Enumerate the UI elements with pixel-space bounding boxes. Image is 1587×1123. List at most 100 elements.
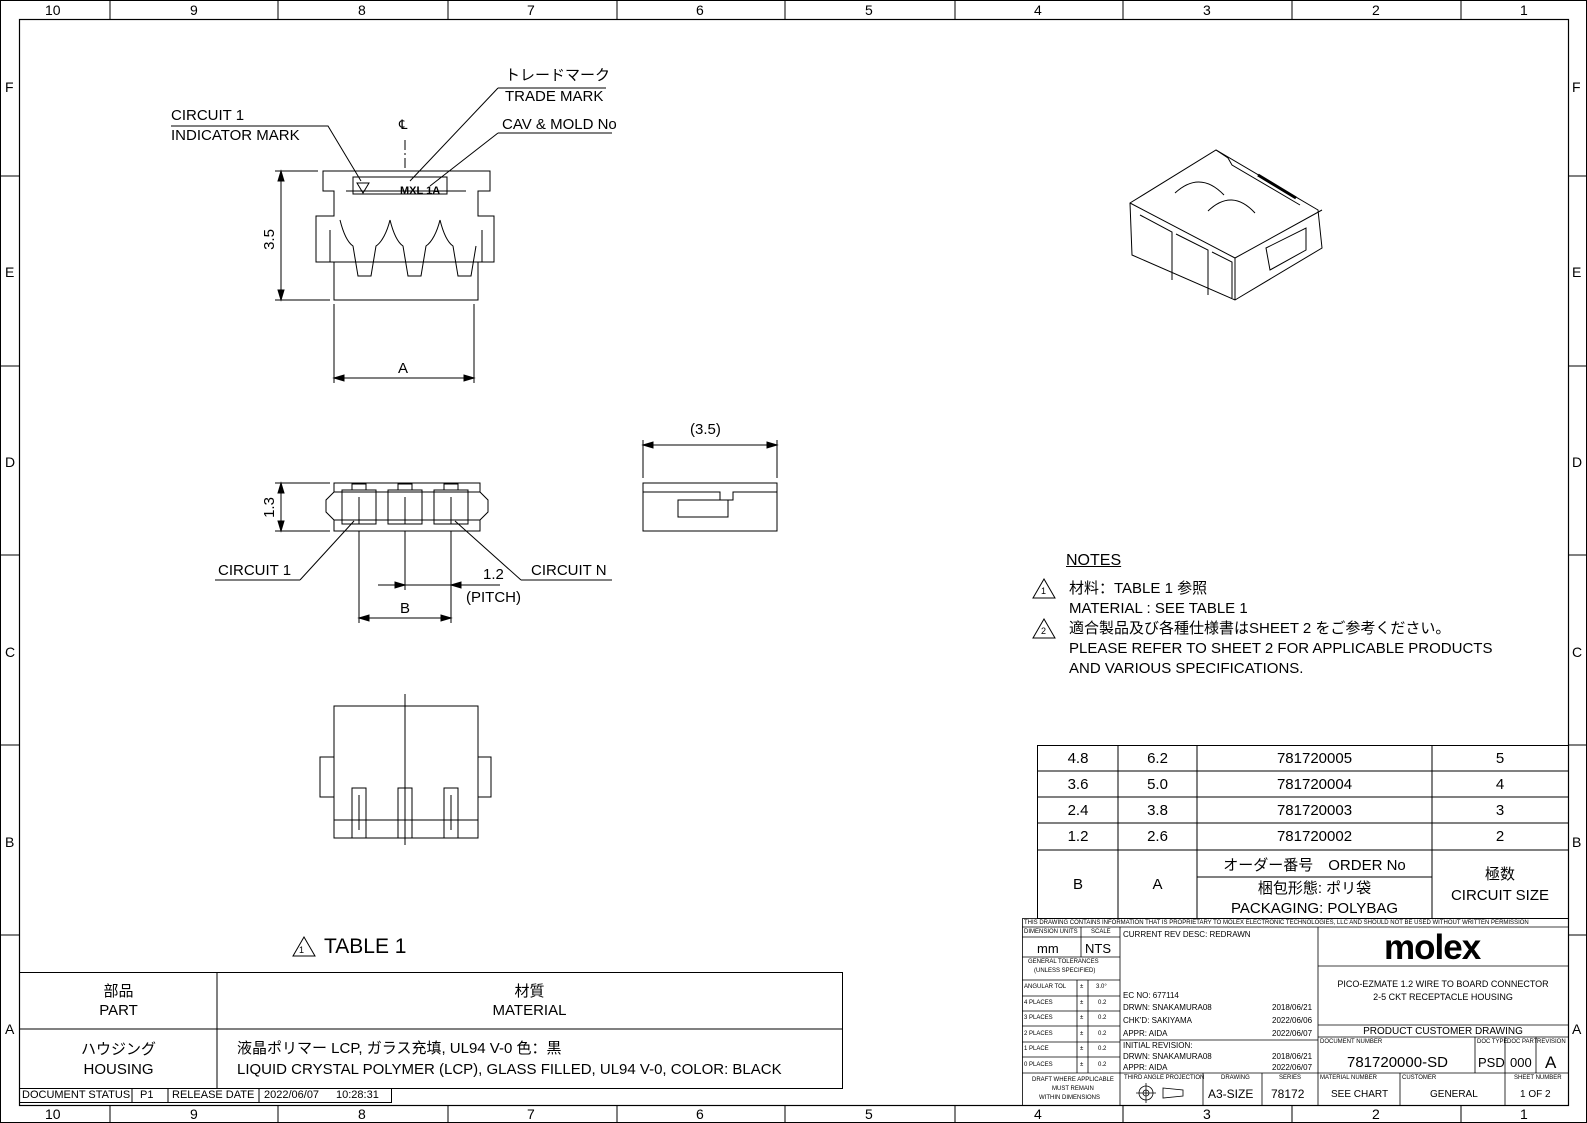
approved-date: 2022/06/07 (1272, 1029, 1313, 1038)
tol-label: 0 PLACES (1024, 1062, 1053, 1068)
third-angle-label: THIRD ANGLE PROJECTION (1124, 1075, 1205, 1081)
zone-col-8-b: 8 (358, 1106, 366, 1122)
cell-circuits: 3 (1495, 801, 1505, 819)
dim-side-ref: (3.5) (690, 421, 721, 438)
tol-value: 0.2 (1098, 1046, 1107, 1052)
cell-a: 3.8 (1147, 801, 1168, 819)
zone-row-a: A (5, 1021, 15, 1037)
iso-view (1129, 149, 1323, 301)
header-b: B (1072, 875, 1083, 893)
angular-pm: ± (1080, 984, 1084, 990)
zone-row-d: D (5, 454, 16, 470)
tol-label: 2 PLACES (1024, 1031, 1053, 1037)
zone-col-4-b: 4 (1034, 1106, 1042, 1122)
note1-jp: 材料：TABLE 1 参照 (1069, 580, 1208, 597)
col-part-jp: 部品 (103, 982, 134, 1000)
customer-label: CUSTOMER (1402, 1075, 1437, 1081)
zone-col-3: 3 (1203, 2, 1211, 18)
pitch-label: (PITCH) (466, 589, 521, 606)
tol-value: 0.2 (1098, 1062, 1107, 1068)
dim-bottom-height: 1.3 (260, 497, 278, 518)
draft-note-1: DRAFT WHERE APPLICABLE (1032, 1077, 1114, 1083)
circuit-1-label: CIRCUIT 1 (218, 562, 292, 579)
description-line-1: PICO-EZMATE 1.2 WIRE TO BOARD CONNECTOR (1337, 979, 1549, 989)
initial-drawn-by: DRWN: SNAKAMURA08 (1123, 1052, 1212, 1061)
customer: GENERAL (1430, 1089, 1478, 1100)
zone-row-b: B (5, 834, 15, 850)
sheet-number-label: SHEET NUMBER (1514, 1075, 1562, 1081)
note1-en: MATERIAL : SEE TABLE 1 (1069, 600, 1248, 617)
zone-row-d-r: D (1572, 454, 1583, 470)
general-tolerances-label: GENERAL TOLERANCES (1028, 959, 1099, 965)
zone-row-a-r: A (1572, 1021, 1582, 1037)
revision-label: REVISION (1537, 1039, 1566, 1045)
unless-specified-label: (UNLESS SPECIFIED) (1034, 968, 1096, 974)
cell-b: 2.4 (1067, 801, 1089, 819)
zone-col-7-b: 7 (527, 1106, 535, 1122)
doc-type: PSD (1478, 1055, 1505, 1070)
col-material-jp: 材質 (514, 982, 545, 1000)
zone-col-2: 2 (1372, 2, 1380, 18)
trade-mark-en: TRADE MARK (505, 88, 604, 105)
tol-label: 4 PLACES (1024, 1000, 1053, 1006)
zone-col-2-b: 2 (1372, 1106, 1380, 1122)
angular-tol-label: ANGULAR TOL (1024, 984, 1067, 990)
top-view (319, 694, 492, 845)
material-number: SEE CHART (1331, 1089, 1389, 1100)
tol-label: 1 PLACE (1024, 1046, 1049, 1052)
zone-row-b-r: B (1572, 834, 1582, 850)
tol-pm: ± (1080, 1062, 1084, 1068)
zone-col-3-b: 3 (1203, 1106, 1211, 1122)
zone-col-1-b: 1 (1520, 1106, 1528, 1122)
zone-col-9-b: 9 (190, 1106, 198, 1122)
col-part-en: PART (99, 1001, 138, 1019)
drawn-date: 2018/06/21 (1272, 1003, 1313, 1012)
zone-row-c: C (5, 644, 16, 660)
notes-title: NOTES (1066, 552, 1122, 569)
tol-pm: ± (1080, 1046, 1084, 1052)
release-date-value: 2022/06/07 (264, 1089, 320, 1101)
cell-order: 781720004 (1276, 775, 1353, 793)
cell-order: 781720002 (1276, 828, 1353, 845)
checked-date: 2022/06/06 (1272, 1016, 1313, 1025)
series-value: 78172 (1271, 1087, 1305, 1101)
zone-col-1: 1 (1520, 2, 1528, 18)
cell-circuits: 5 (1495, 750, 1505, 767)
cav-mold-label: CAV & MOLD No (502, 116, 617, 133)
drawing-label: DRAWING (1221, 1075, 1250, 1081)
zone-col-10: 10 (45, 2, 61, 18)
note2-en-1: PLEASE REFER TO SHEET 2 FOR APPLICABLE P… (1069, 640, 1493, 657)
release-time-value: 10:28:31 (336, 1089, 379, 1101)
description-line-2: 2-5 CKT RECEPTACLE HOUSING (1373, 992, 1513, 1002)
pitch-value: 1.2 (483, 566, 504, 583)
zone-col-9: 9 (190, 2, 198, 18)
row-material-jp: 液晶ポリマー LCP, ガラス充填, UL94 V-0 色：黒 (237, 1040, 562, 1057)
mold-text: MXL 1A (400, 185, 441, 197)
col-material-en: MATERIAL (492, 1001, 567, 1019)
header-a: A (1152, 875, 1163, 893)
cell-a: 2.6 (1147, 828, 1168, 845)
front-view (171, 87, 612, 383)
side-view (641, 440, 779, 532)
zone-col-6-b: 6 (696, 1106, 704, 1122)
header-order: オーダー番号 ORDER No (1223, 856, 1406, 874)
release-date-label: RELEASE DATE (172, 1089, 255, 1101)
initial-approved-by: APPR: AIDA (1123, 1063, 1168, 1072)
centerline-mark: ℄ (399, 117, 408, 132)
cell-order: 781720005 (1276, 750, 1353, 767)
circuit1-indicator-label-2: INDICATOR MARK (171, 127, 300, 144)
ec-number: EC NO: 677114 (1123, 991, 1179, 1000)
doc-status-label: DOCUMENT STATUS (22, 1089, 131, 1101)
doc-part-label: DOC PART (1507, 1039, 1538, 1045)
tol-label: 3 PLACES (1024, 1015, 1053, 1021)
cell-circuits: 4 (1495, 775, 1505, 793)
current-rev: CURRENT REV DESC: REDRAWN (1123, 930, 1251, 939)
molex-logo: molex (1384, 928, 1481, 967)
note2-en-2: AND VARIOUS SPECIFICATIONS. (1069, 660, 1304, 677)
note2-jp: 適合製品及び各種仕様書はSHEET 2 をご参考ください。 (1069, 620, 1451, 637)
row-part-en: HOUSING (83, 1060, 154, 1078)
material-number-label: MATERIAL NUMBER (1320, 1075, 1378, 1081)
drawn-by: DRWN: SNAKAMURA08 (1123, 1003, 1212, 1012)
